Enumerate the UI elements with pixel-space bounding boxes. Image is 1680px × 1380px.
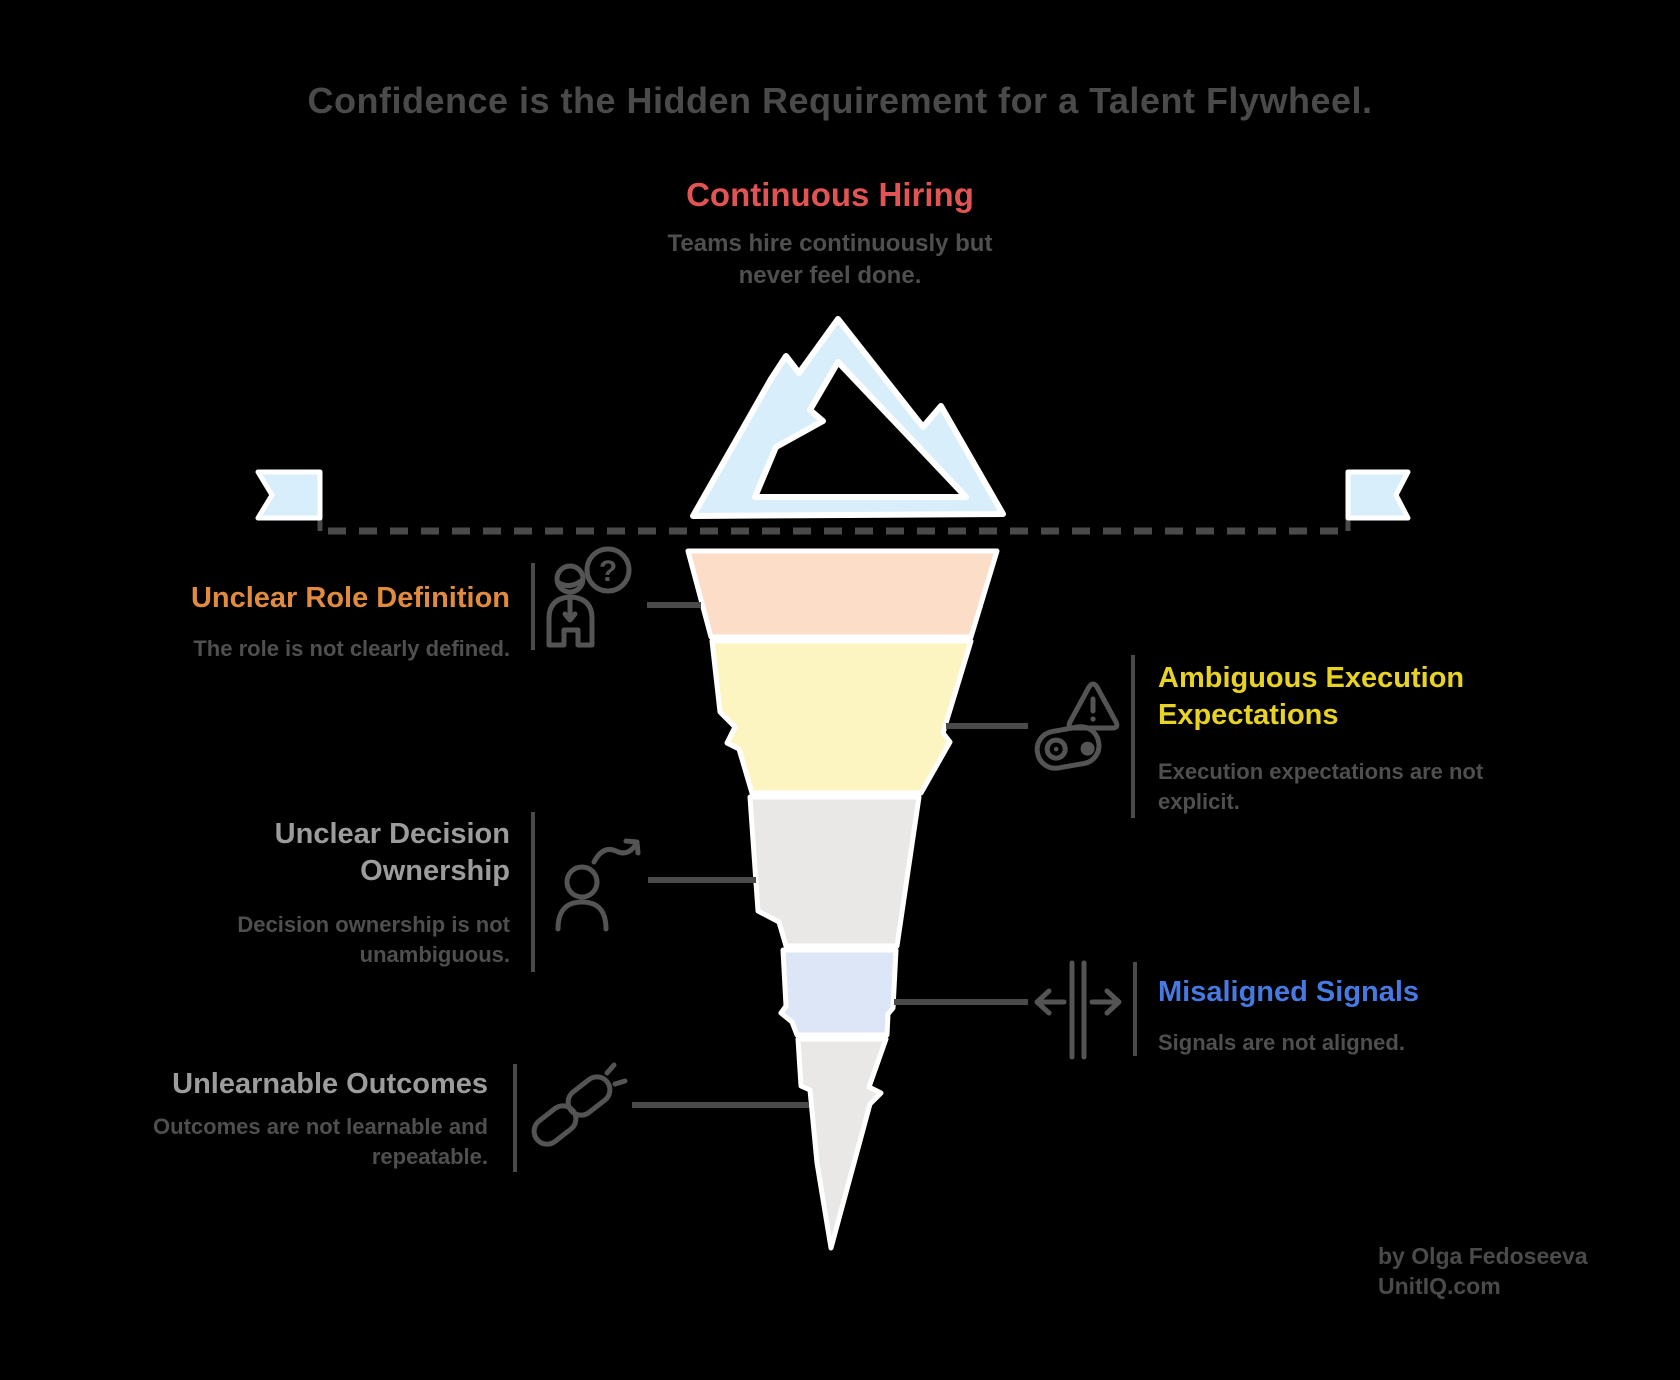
mountain-icon bbox=[690, 316, 1006, 519]
diverging-arrows-icon bbox=[1034, 960, 1122, 1060]
surface-item-label: Continuous Hiring bbox=[686, 176, 974, 213]
item-description-unclear-role-definition: The role is not clearly defined. bbox=[193, 636, 510, 661]
layer-decision bbox=[747, 794, 922, 949]
item-label-ambiguous-execution-expectations: Ambiguous Execution Expectations bbox=[1158, 662, 1465, 732]
item-label-misaligned-signals: Misaligned Signals bbox=[1158, 976, 1420, 1008]
item-description-unlearnable-outcomes: Outcomes are not learnable and repeatabl… bbox=[153, 1114, 488, 1169]
layer-signals bbox=[778, 947, 899, 1038]
warning-belt-icon bbox=[1034, 681, 1120, 771]
question-mark-glyph: ? bbox=[599, 555, 617, 588]
broken-chain-icon bbox=[531, 1062, 628, 1147]
attribution-site: UnitIQ.com bbox=[1378, 1272, 1501, 1299]
person-branch-arrow-icon bbox=[555, 838, 641, 932]
left-flag-icon bbox=[255, 469, 323, 531]
item-description-ambiguous-execution-expectations: Execution expectations are not explicit. bbox=[1158, 759, 1484, 814]
item-label-unlearnable-outcomes: Unlearnable Outcomes bbox=[172, 1068, 488, 1100]
person-question-icon: ? bbox=[546, 546, 632, 648]
right-flag-icon bbox=[1345, 469, 1411, 531]
attribution-byline: by Olga Fedoseeva bbox=[1378, 1243, 1588, 1269]
item-description-misaligned-signals: Signals are not aligned. bbox=[1158, 1030, 1405, 1055]
layer-execution bbox=[709, 638, 974, 796]
layer-role bbox=[685, 548, 1000, 640]
item-label-unclear-role-definition: Unclear Role Definition bbox=[190, 582, 510, 614]
item-label-unclear-decision-ownership: Unclear Decision Ownership bbox=[274, 818, 510, 888]
page-title: Confidence is the Hidden Requirement for… bbox=[307, 80, 1373, 121]
item-description-unclear-decision-ownership: Decision ownership is not unambiguous. bbox=[237, 912, 510, 967]
attribution: by Olga Fedoseeva UnitIQ.com bbox=[1378, 1242, 1588, 1302]
surface-item-description: Teams hire continuously but never feel d… bbox=[667, 230, 993, 290]
layer-outcomes bbox=[795, 1036, 889, 1251]
